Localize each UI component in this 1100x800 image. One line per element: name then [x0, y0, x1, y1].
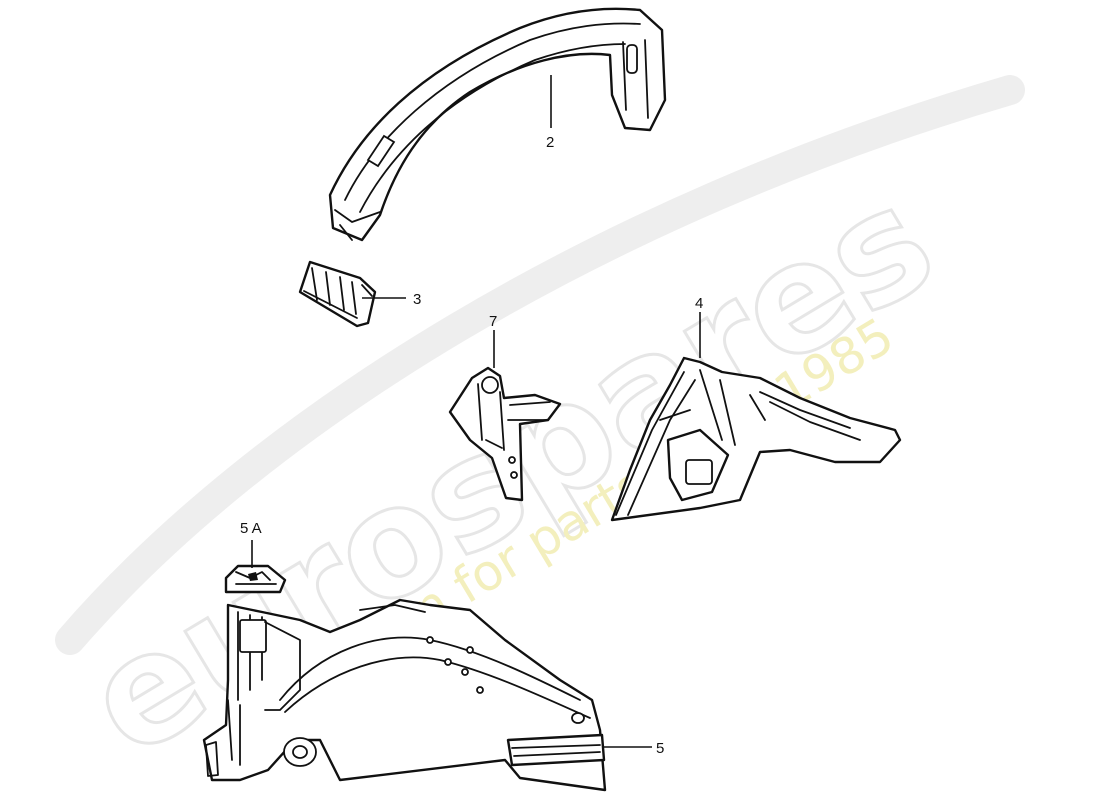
callout-2: 2: [546, 134, 554, 151]
callout-4: 4: [695, 295, 703, 312]
callout-5: 5: [656, 740, 664, 757]
callouts: 2 3 7 4 5 A 5: [240, 134, 703, 757]
callout-7: 7: [489, 313, 497, 330]
part-2-roof-bow: [328, 7, 667, 242]
leader-lines: [251, 75, 701, 748]
part-7-mount: [448, 366, 562, 502]
part-5-wheel-housing: [202, 598, 607, 792]
callout-5a: 5 A: [240, 520, 262, 537]
part-3-bracket: [298, 260, 377, 328]
part-4-inner-panel: [610, 356, 902, 522]
part-5a-clip: [224, 564, 287, 594]
callout-3: 3: [413, 291, 421, 308]
